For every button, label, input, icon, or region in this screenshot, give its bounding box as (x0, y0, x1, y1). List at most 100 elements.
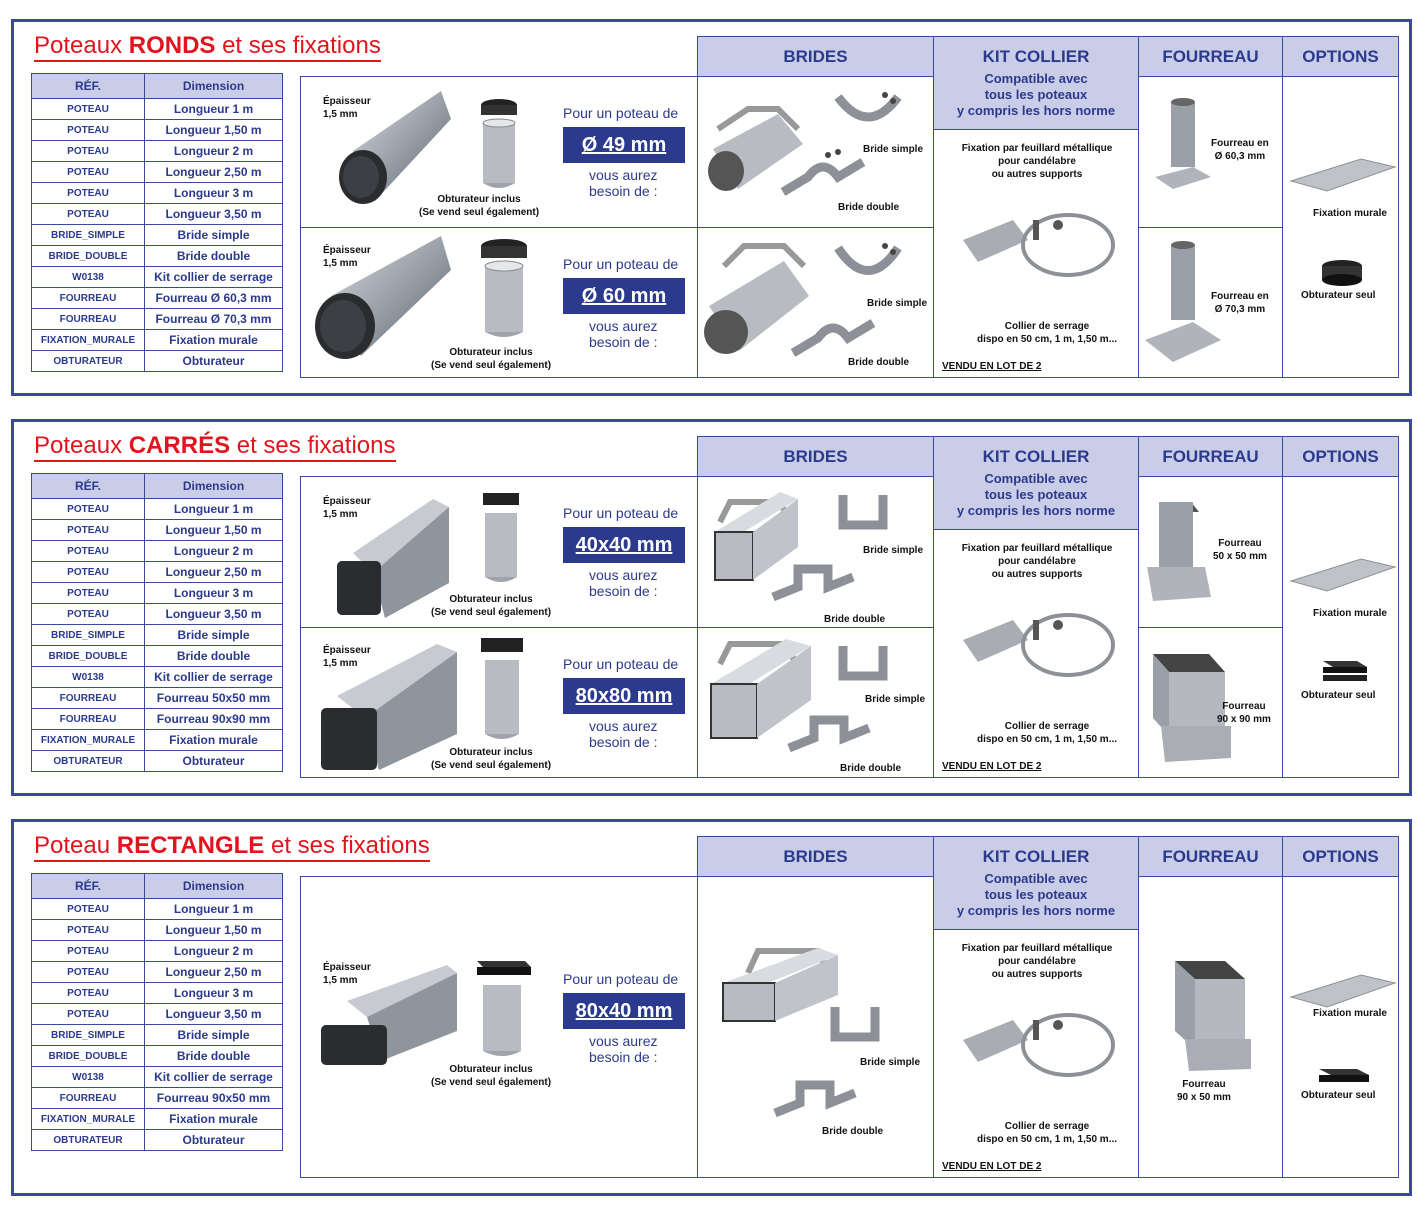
dim-cell: Fixation murale (144, 1108, 283, 1130)
ref-cell: FOURREAU (31, 308, 145, 330)
dim-cell: Fourreau 90x50 mm (144, 1087, 283, 1109)
brides-box: Bride simple Bride double (697, 627, 934, 778)
bride-double-icon (771, 564, 855, 602)
dimension-badge: Ø 60 mm (563, 278, 685, 314)
bride-double-icon (773, 1080, 857, 1118)
dim-cell: Longueur 1 m (144, 98, 283, 120)
dim-cell: Fourreau 50x50 mm (144, 687, 283, 709)
bride-double-icon (790, 319, 876, 357)
dim-cell: Bride simple (144, 624, 283, 646)
dim-cell: Bride double (144, 245, 283, 267)
brides-box: Bride simple Bride double (697, 76, 934, 228)
dim-cell: Longueur 1 m (144, 498, 283, 520)
round-pole-image (339, 91, 451, 204)
dim-cell: Bride double (144, 645, 283, 667)
cap-tube-image (481, 239, 527, 337)
ref-cell: POTEAU (31, 603, 145, 625)
ref-cell: FOURREAU (31, 708, 145, 730)
bride-simple-label: Bride simple (863, 545, 924, 556)
dim-cell: Fourreau Ø 60,3 mm (144, 287, 283, 309)
header-brides: BRIDES (697, 836, 934, 877)
fourreau-square-image (1147, 502, 1211, 601)
bride-simple-icon (838, 646, 888, 681)
ref-cell: POTEAU (31, 182, 145, 204)
vendu-label: VENDU EN LOT DE 2 (942, 1161, 1042, 1172)
cap-tube-image (481, 638, 523, 739)
dim-cell: Fourreau 90x90 mm (144, 708, 283, 730)
dim-cell: Longueur 3,50 m (144, 603, 283, 625)
ref-cell: BRIDE_DOUBLE (31, 245, 145, 267)
fourreau-round-image (1155, 98, 1211, 189)
col-dimension: Dimension (144, 73, 283, 99)
options-box: Fixation murale Obturateur seul (1282, 76, 1399, 378)
header-fourreau: FOURREAU (1138, 436, 1283, 477)
dim-cell: Longueur 2,50 m (144, 961, 283, 983)
ref-cell: OBTURATEUR (31, 350, 145, 372)
ref-cell: BRIDE_SIMPLE (31, 1024, 145, 1046)
col-dimension: Dimension (144, 873, 283, 899)
collier-image (963, 213, 1115, 277)
options-box: Fixation murale Obturateur seul (1282, 876, 1399, 1178)
fixation-murale-label: Fixation murale (1313, 208, 1387, 219)
ref-cell: POTEAU (31, 940, 145, 962)
obturateur-icon (1322, 260, 1362, 286)
ref-cell: W0138 (31, 266, 145, 288)
square-bride-image (710, 639, 811, 739)
col-ref: RÉF. (31, 473, 145, 499)
ref-cell: BRIDE_DOUBLE (31, 1045, 145, 1067)
ref-cell: POTEAU (31, 1003, 145, 1025)
bride-double-icon (780, 149, 866, 196)
rectangle-pole-image (321, 965, 457, 1065)
bride-double-label: Bride double (838, 202, 900, 213)
rectangle-bride-image (722, 948, 838, 1022)
ref-cell: POTEAU (31, 519, 145, 541)
dim-cell: Longueur 3 m (144, 182, 283, 204)
round-bride-image (708, 106, 803, 191)
dim-cell: Longueur 3,50 m (144, 1003, 283, 1025)
ref-cell: POTEAU (31, 98, 145, 120)
header-brides: BRIDES (697, 436, 934, 477)
ref-cell: BRIDE_DOUBLE (31, 645, 145, 667)
section-carres: Poteaux CARRÉS et ses fixations RÉF.Dime… (11, 419, 1412, 796)
brides-box: Bride simple Bride double (697, 227, 934, 378)
fixation-murale-icon (1289, 558, 1397, 592)
ref-cell: FOURREAU (31, 1087, 145, 1109)
dim-cell: Kit collier de serrage (144, 1066, 283, 1088)
section-ronds: Poteaux RONDS et ses fixations RÉF.Dimen… (11, 19, 1412, 396)
dim-cell: Fixation murale (144, 729, 283, 751)
bride-simple-label: Bride simple (860, 1057, 921, 1068)
